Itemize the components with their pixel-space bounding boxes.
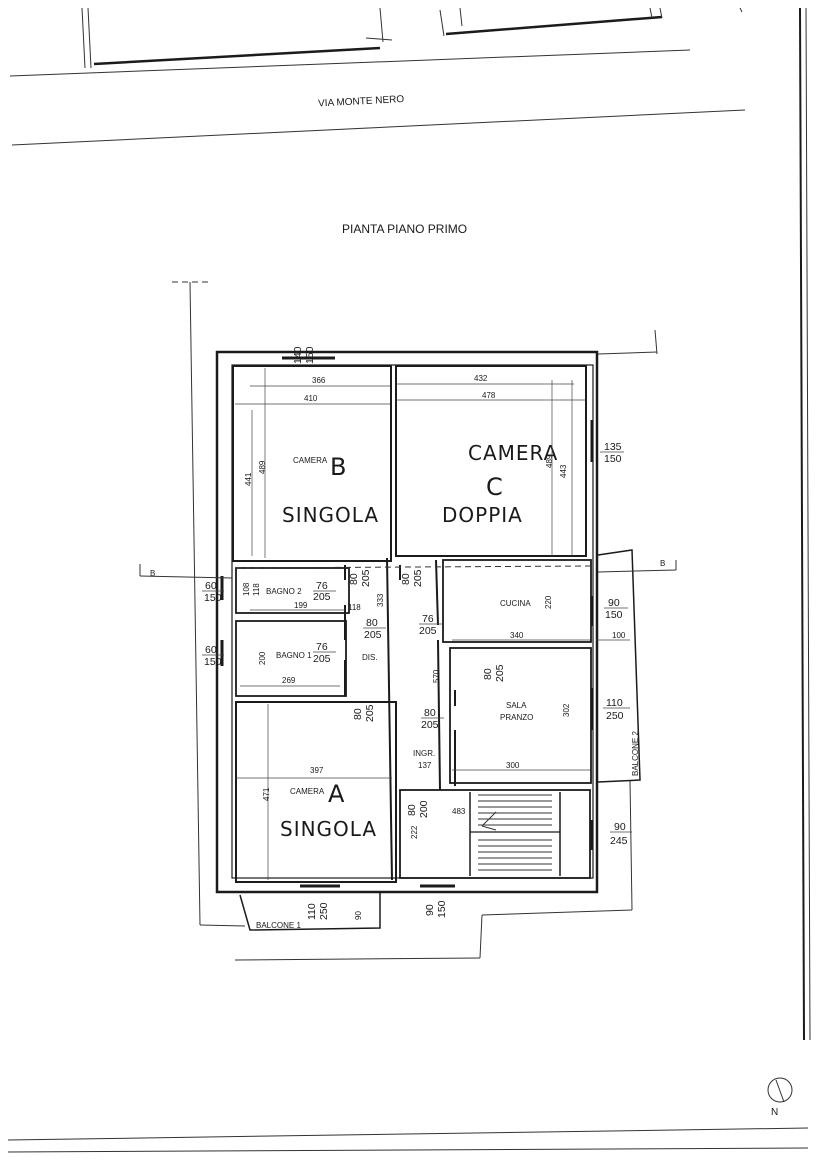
dim-label: 410 bbox=[304, 394, 318, 403]
dim-label: 90 bbox=[354, 911, 363, 920]
building bbox=[215, 350, 641, 931]
opening-width: 80 bbox=[352, 708, 364, 720]
opening-width: 76 bbox=[422, 613, 434, 625]
type-camera-c: DOPPIA bbox=[442, 503, 523, 527]
section-marker-left: B bbox=[150, 569, 155, 578]
opening-height: 245 bbox=[610, 835, 628, 847]
label-balcone-1: BALCONE 1 bbox=[256, 921, 301, 930]
opening-labels: 140 150 135 150 60 150 60 150 76 205 76 … bbox=[202, 346, 632, 920]
room-labels: CAMERA B SINGOLA CAMERA C DOPPIA BAGNO 2… bbox=[256, 441, 640, 930]
dim-label: 570 bbox=[432, 669, 441, 683]
label-balcone-2: BALCONE 2 bbox=[631, 731, 640, 776]
opening-height: 205 bbox=[421, 719, 439, 731]
dimension-labels: 366 410 432 478 441 489 489 443 108 118 … bbox=[242, 374, 626, 920]
section-markers: B B bbox=[139, 559, 677, 579]
dim-label: 432 bbox=[474, 374, 488, 383]
opening-height: 200 bbox=[418, 800, 430, 818]
opening-width: 80 bbox=[400, 573, 412, 585]
type-camera-a: SINGOLA bbox=[280, 817, 377, 841]
dim-label: 366 bbox=[312, 376, 326, 385]
opening-height: 250 bbox=[606, 710, 624, 722]
opening-width: 76 bbox=[316, 580, 328, 592]
opening-height: 150 bbox=[204, 592, 222, 604]
dim-label: 300 bbox=[506, 761, 520, 770]
dim-label: 118 bbox=[252, 583, 261, 596]
opening-width: 76 bbox=[316, 641, 328, 653]
opening-width: 80 bbox=[482, 668, 494, 680]
dim-label: 340 bbox=[510, 631, 524, 640]
letter-camera-a: A bbox=[328, 780, 345, 808]
dim-label: 489 bbox=[545, 454, 554, 468]
label-camera-a: CAMERA bbox=[290, 787, 325, 796]
dim-label: 108 bbox=[242, 582, 251, 596]
opening-width: 90 bbox=[424, 904, 436, 916]
opening-width: 80 bbox=[366, 617, 378, 629]
opening-height: 150 bbox=[605, 609, 623, 621]
dim-label: 220 bbox=[544, 595, 553, 609]
opening-width: 60 bbox=[205, 644, 217, 656]
opening-width: 135 bbox=[604, 441, 622, 453]
letter-camera-c: C bbox=[486, 473, 503, 501]
dim-label: 441 bbox=[244, 472, 253, 486]
dim-label: 199 bbox=[294, 601, 308, 610]
label-pranzo: PRANZO bbox=[500, 713, 533, 722]
dim-label: 100 bbox=[612, 631, 626, 640]
opening-height: 150 bbox=[204, 656, 222, 668]
dim-label: 397 bbox=[310, 766, 324, 775]
opening-height: 205 bbox=[313, 653, 331, 665]
opening-width: 90 bbox=[608, 597, 620, 609]
dim-label: 137 bbox=[418, 761, 432, 770]
section-marker-right: B bbox=[660, 559, 665, 568]
opening-height: 205 bbox=[412, 569, 424, 587]
opening-width: 80 bbox=[406, 804, 418, 816]
opening-height: 205 bbox=[419, 625, 437, 637]
opening-width: 90 bbox=[614, 821, 626, 833]
north-label: N bbox=[771, 1107, 778, 1118]
opening-height: 205 bbox=[494, 664, 506, 682]
dim-label: 222 bbox=[410, 825, 419, 839]
opening-height: 205 bbox=[360, 569, 372, 587]
dim-label: 333 bbox=[376, 593, 385, 607]
opening-width: 110 bbox=[306, 903, 318, 920]
label-ingr: INGR. bbox=[413, 749, 435, 758]
opening-width: 80 bbox=[348, 573, 360, 585]
label-dis: DIS. bbox=[362, 653, 378, 662]
dim-label: 478 bbox=[482, 391, 496, 400]
label-bagno-2: BAGNO 2 bbox=[266, 587, 302, 596]
label-camera-c: CAMERA bbox=[468, 441, 558, 465]
letter-camera-b: B bbox=[330, 453, 346, 481]
opening-height: 205 bbox=[364, 629, 382, 641]
site-lines bbox=[172, 281, 658, 961]
opening-height: 205 bbox=[364, 704, 376, 722]
opening-height: 150 bbox=[604, 453, 622, 465]
opening-width: 60 bbox=[205, 580, 217, 592]
type-camera-b: SINGOLA bbox=[282, 503, 379, 527]
dim-label: 443 bbox=[559, 464, 568, 478]
north-arrow: N bbox=[767, 1077, 793, 1118]
dimension-lines bbox=[235, 368, 630, 880]
opening-height: 150 bbox=[304, 346, 316, 364]
dim-label: 471 bbox=[262, 787, 271, 801]
opening-width: 110 bbox=[606, 697, 623, 709]
dim-label: 302 bbox=[562, 703, 571, 717]
label-bagno-1: BAGNO 1 bbox=[276, 651, 312, 660]
dim-label: 489 bbox=[258, 460, 267, 474]
label-cucina: CUCINA bbox=[500, 599, 531, 608]
opening-height: 205 bbox=[313, 591, 331, 603]
street-name: VIA MONTE NERO bbox=[318, 94, 405, 110]
opening-height: 250 bbox=[318, 902, 330, 920]
dim-label: 118 bbox=[348, 603, 361, 612]
opening-width: 80 bbox=[424, 707, 436, 719]
opening-height: 150 bbox=[436, 900, 448, 918]
label-sala: SALA bbox=[506, 701, 527, 710]
dim-label: 269 bbox=[282, 676, 296, 685]
dim-label: 483 bbox=[452, 807, 466, 816]
dim-label: 200 bbox=[258, 651, 267, 665]
plan-title: PIANTA PIANO PRIMO bbox=[342, 222, 467, 236]
street-context: VIA MONTE NERO bbox=[9, 7, 811, 1041]
opening-width: 140 bbox=[292, 346, 304, 364]
label-camera-b: CAMERA bbox=[293, 456, 328, 465]
